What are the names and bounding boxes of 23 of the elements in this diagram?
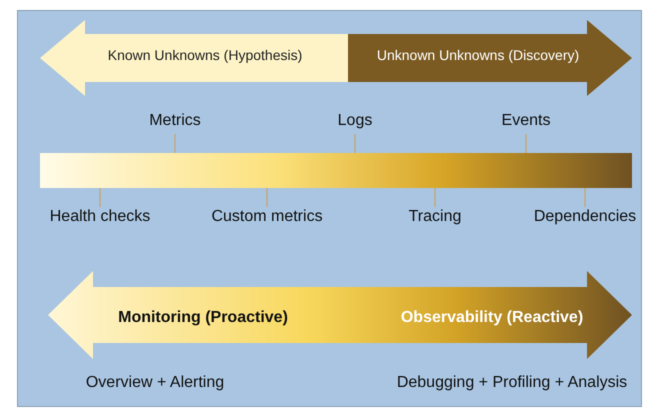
data-type-label: Dependencies bbox=[525, 208, 645, 228]
caption-text: Overview + Alerting bbox=[86, 374, 224, 392]
caption-text: Debugging + Profiling + Analysis bbox=[396, 374, 628, 392]
double-arrow bbox=[40, 20, 632, 96]
leader-line bbox=[99, 188, 101, 207]
leader-line bbox=[266, 188, 268, 207]
data-type-label: Health checks bbox=[35, 208, 165, 228]
leader-line bbox=[525, 134, 527, 153]
leader-line bbox=[174, 134, 176, 153]
arrow-label: Observability (Reactive) bbox=[400, 309, 584, 327]
data-type-label: Metrics bbox=[135, 112, 215, 132]
leader-line bbox=[354, 134, 356, 153]
leader-line bbox=[434, 188, 436, 207]
gradient-bar bbox=[40, 153, 632, 188]
arrow-label: Monitoring (Proactive) bbox=[118, 309, 288, 327]
leader-line bbox=[584, 188, 586, 207]
data-type-label: Events bbox=[491, 112, 561, 132]
arrow-label: Known Unknowns (Hypothesis) bbox=[108, 47, 302, 63]
data-type-label: Tracing bbox=[395, 208, 475, 228]
arrow-label: Unknown Unknowns (Discovery) bbox=[376, 47, 580, 63]
data-type-label: Logs bbox=[325, 112, 385, 132]
data-type-label: Custom metrics bbox=[197, 208, 337, 228]
double-arrow bbox=[48, 271, 632, 359]
